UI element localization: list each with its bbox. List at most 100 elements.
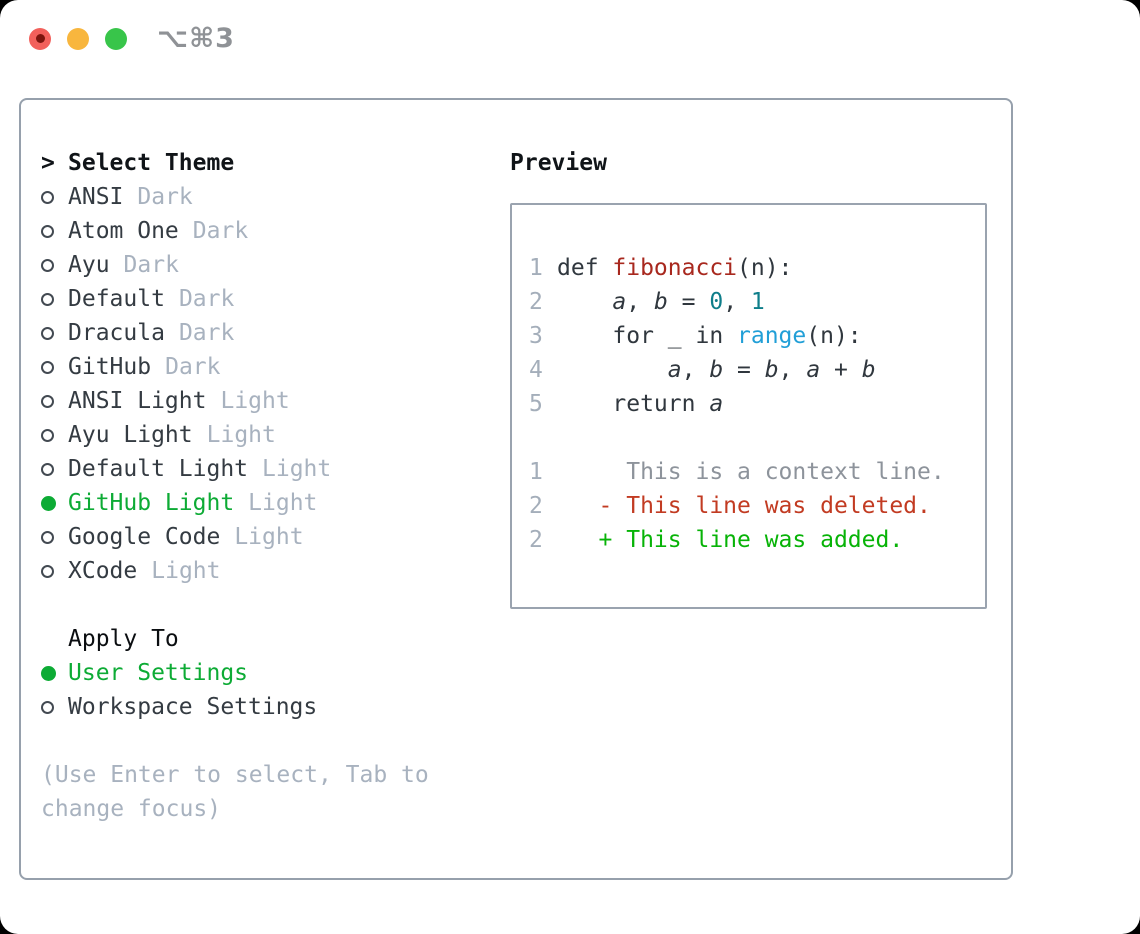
code-token-added: + This line was added. <box>557 527 904 553</box>
theme-option-ayu-light[interactable]: Ayu Light Light <box>41 418 491 452</box>
radio-unselected-icon <box>41 258 54 272</box>
radio-unselected-icon <box>41 190 54 204</box>
theme-option-ansi-light[interactable]: ANSI Light Light <box>41 384 491 418</box>
variant-label: Dark <box>165 354 221 380</box>
radio-unselected-icon <box>41 360 54 374</box>
variant-label: Light <box>151 558 221 584</box>
code-token-var: b <box>653 289 668 315</box>
radio-unselected-icon <box>41 326 54 340</box>
apply-option-user-settings[interactable]: User Settings <box>41 656 491 690</box>
code-token-text: , <box>626 289 654 315</box>
radio-unselected-icon <box>41 428 54 442</box>
option-label: Dracula <box>68 320 165 346</box>
code-token-context: This is a context line. <box>557 459 945 485</box>
code-token-builtin: range <box>737 323 807 349</box>
variant-label: Light <box>220 388 290 414</box>
diff-deleted-line: 2 - This line was deleted. <box>529 489 977 523</box>
close-button[interactable] <box>29 27 51 50</box>
option-label: Google Code <box>68 524 221 550</box>
theme-option-github[interactable]: GitHub Dark <box>41 350 491 384</box>
code-token-text: + <box>820 357 862 383</box>
option-label: Workspace Settings <box>68 694 318 720</box>
apply-to-list: User Settings Workspace Settings <box>41 656 491 724</box>
variant-label: Dark <box>178 320 235 346</box>
code-token-text: (n): <box>737 255 793 281</box>
code-token-text: = <box>667 289 710 315</box>
line-number: 4 <box>529 357 543 383</box>
theme-option-default-light[interactable]: Default Light Light <box>41 452 491 486</box>
option-label: ANSI <box>68 184 124 210</box>
zoom-button[interactable] <box>105 27 127 50</box>
radio-selected-icon <box>41 665 56 681</box>
variant-label: Light <box>248 490 318 516</box>
spacer <box>41 724 491 758</box>
diff-added-line: 2 + This line was added. <box>529 523 977 557</box>
variant-label: Dark <box>123 252 179 278</box>
code-token-deleted: - This line was deleted. <box>557 493 931 519</box>
diff-context-line: 1 This is a context line. <box>529 455 977 489</box>
preview-header: Preview <box>510 150 607 176</box>
line-number: 2 <box>529 289 543 315</box>
radio-unselected-icon <box>41 530 54 544</box>
minimize-button[interactable] <box>67 27 89 50</box>
theme-option-xcode[interactable]: XCode Light <box>41 554 491 588</box>
select-theme-header: > Select Theme <box>41 146 491 180</box>
option-label: User Settings <box>68 660 249 686</box>
code-token-text: for _ in <box>557 323 738 349</box>
code-token-var: a <box>709 391 724 417</box>
option-label: XCode <box>68 558 138 584</box>
theme-option-default[interactable]: Default Dark <box>41 282 491 316</box>
code-token-var: a <box>806 357 821 383</box>
code-token-func: fibonacci <box>612 255 738 281</box>
apply-to-header: Apply To <box>41 622 491 656</box>
code-token-text: return <box>557 391 710 417</box>
spacer <box>41 588 491 622</box>
code-line-5: 5 return a <box>529 387 977 421</box>
code-token-text: def <box>557 255 613 281</box>
theme-option-ayu[interactable]: Ayu Dark <box>41 248 491 282</box>
code-token-text <box>557 357 668 383</box>
option-label: Ayu <box>68 252 110 278</box>
line-number: 1 <box>529 459 543 485</box>
prompt-caret-icon: > <box>41 150 55 176</box>
option-label: ANSI Light <box>68 388 207 414</box>
code-token-text: , <box>681 357 710 383</box>
code-token-var: b <box>861 357 876 383</box>
option-label: Default <box>68 286 165 312</box>
option-label: GitHub <box>68 354 152 380</box>
theme-option-ansi[interactable]: ANSI Dark <box>41 180 491 214</box>
code-token-var: a <box>612 289 627 315</box>
code-token-text: , <box>778 357 807 383</box>
code-token-text: = <box>723 357 765 383</box>
window-title: ⌥⌘3 <box>157 23 235 54</box>
option-label: Default Light <box>68 456 249 482</box>
theme-option-dracula[interactable]: Dracula Dark <box>41 316 491 350</box>
radio-unselected-icon <box>41 564 54 578</box>
close-dot-icon <box>35 34 45 43</box>
theme-option-github-light[interactable]: GitHub Light Light <box>41 486 491 520</box>
keyboard-hint: (Use Enter to select, Tab to change focu… <box>41 762 429 822</box>
variant-label: Dark <box>137 184 193 210</box>
theme-option-google-code[interactable]: Google Code Light <box>41 520 491 554</box>
titlebar: ⌥⌘3 <box>29 23 235 54</box>
code-line-4: 4 a, b = b, a + b <box>529 353 977 387</box>
variant-label: Light <box>206 422 276 448</box>
code-token-var: b <box>709 357 724 383</box>
theme-option-atom-one[interactable]: Atom One Dark <box>41 214 491 248</box>
apply-option-workspace-settings[interactable]: Workspace Settings <box>41 690 491 724</box>
code-token-var: a <box>667 357 682 383</box>
variant-label: Dark <box>192 218 249 244</box>
theme-list: ANSI Dark Atom One Dark Ayu Dark Default… <box>41 180 491 588</box>
theme-picker-panel: > Select Theme ANSI Dark Atom One Dark A… <box>19 98 1013 880</box>
line-number: 3 <box>529 323 543 349</box>
radio-unselected-icon <box>41 462 54 476</box>
blank-line <box>529 421 977 455</box>
radio-unselected-icon <box>41 224 54 238</box>
radio-unselected-icon <box>41 394 54 408</box>
code-token-text: (n): <box>806 323 862 349</box>
option-label: Ayu Light <box>68 422 193 448</box>
code-token-var: b <box>764 357 779 383</box>
